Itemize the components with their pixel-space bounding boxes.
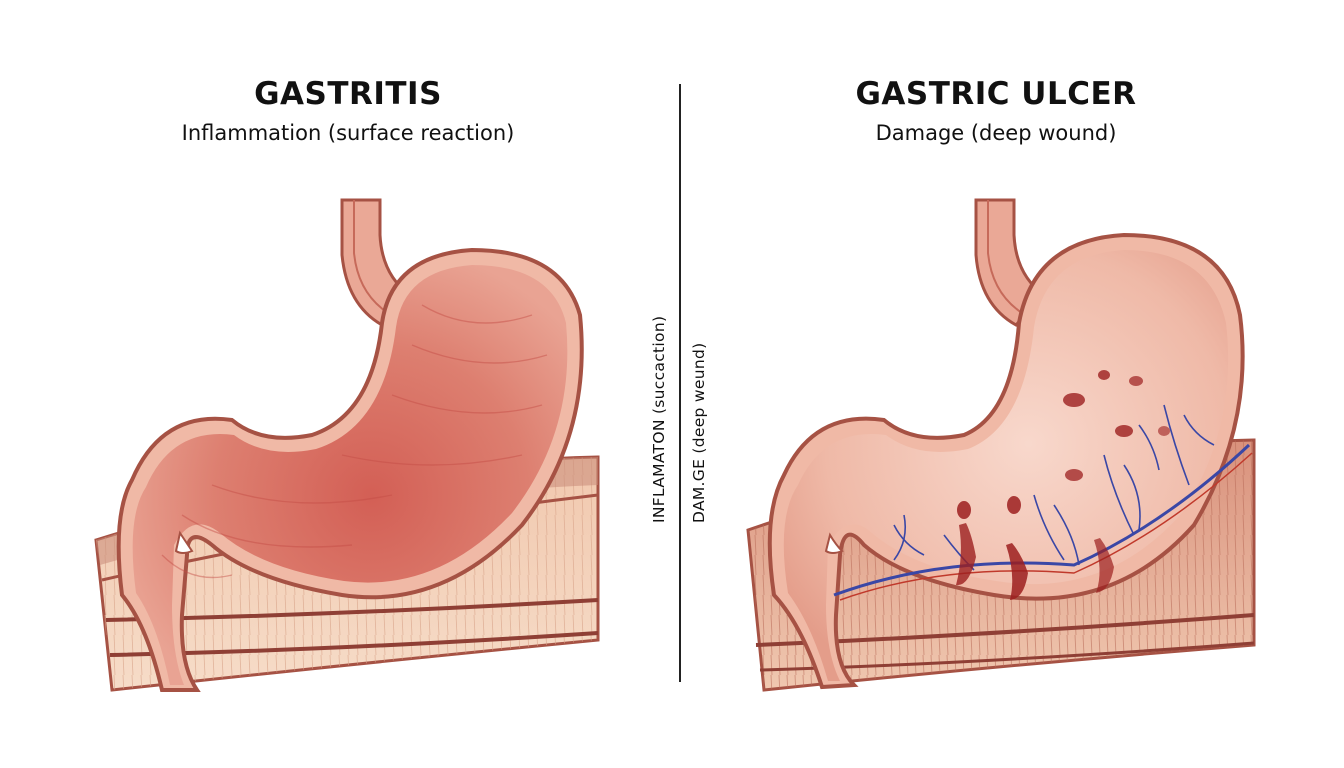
pylorus-opening [824, 532, 844, 554]
gastric-ulcer-stomach-illustration [746, 198, 1256, 692]
vertical-label-damage: DAM.GE (deep weund) [690, 342, 708, 523]
blood-vessels [833, 404, 1253, 601]
gastritis-stomach-illustration [94, 198, 600, 692]
center-divider [679, 84, 681, 682]
gastric-ulcer-title: GASTRIC ULCER [855, 76, 1137, 112]
pylorus-opening [174, 530, 194, 554]
vertical-label-inflammation: INFLAMATON (succaction) [650, 315, 668, 523]
ulcer-lesions [956, 370, 1170, 600]
stomach-wall [767, 232, 1245, 690]
inflammation-texture [161, 304, 548, 579]
stomach-wall [116, 247, 584, 692]
gastritis-subtitle: Inflammation (surface reaction) [181, 121, 515, 145]
gastritis-title: GASTRITIS [254, 76, 442, 112]
gastric-ulcer-subtitle: Damage (deep wound) [875, 121, 1117, 145]
